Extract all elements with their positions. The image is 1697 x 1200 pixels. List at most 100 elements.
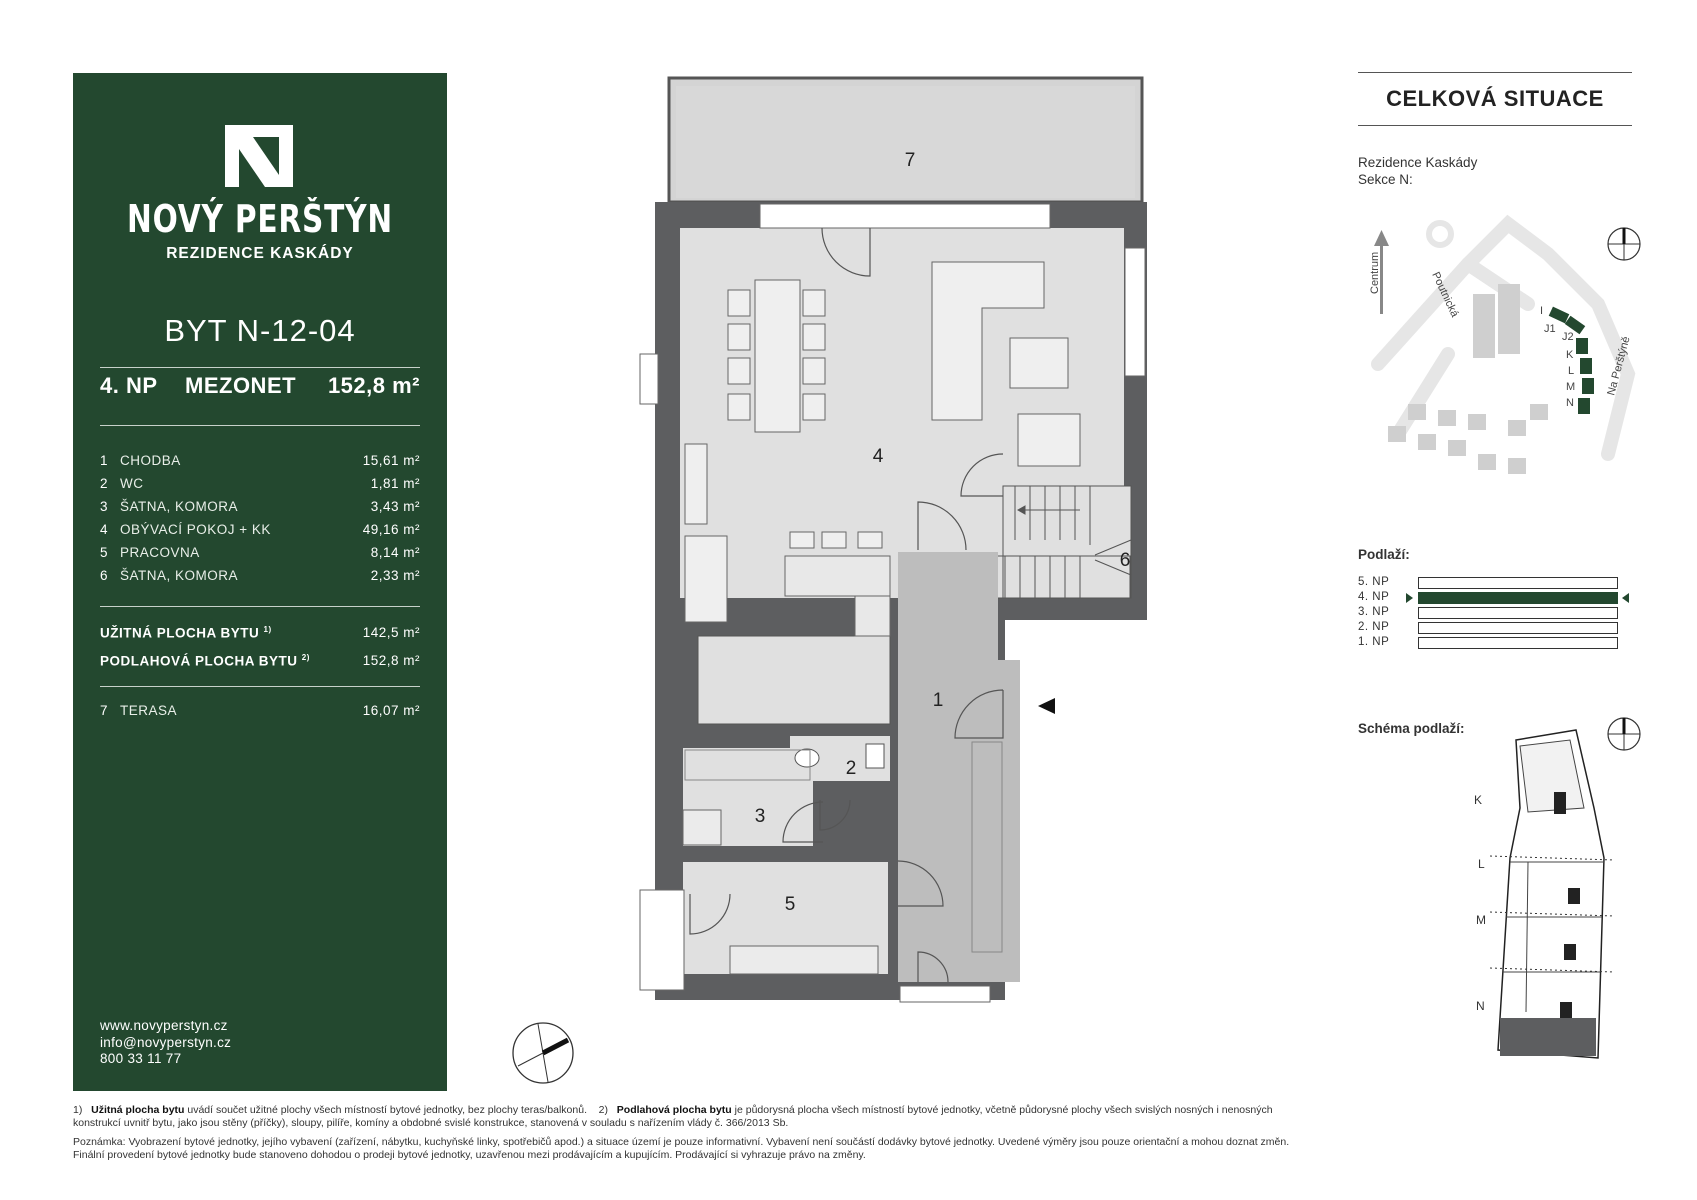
active-unit-highlight	[1500, 1018, 1596, 1056]
room-name: ŠATNA, KOMORA	[120, 568, 239, 583]
divider	[100, 425, 420, 426]
room-label-6: 6	[1120, 550, 1131, 571]
room-name: WC	[120, 476, 144, 491]
info-panel: NOVÝ PERŠTÝN REZIDENCE KASKÁDY BYT N-12-…	[73, 73, 447, 1091]
footnote-marker: 2)	[598, 1104, 609, 1116]
map-label-k: K	[1566, 349, 1574, 361]
floor-row[interactable]: 1. NP	[1358, 636, 1628, 651]
room-number: 7	[100, 703, 109, 718]
footnote-ref: 1)	[263, 625, 272, 634]
room-label-4: 4	[873, 446, 884, 467]
project-name: Rezidence Kaskády	[1358, 155, 1478, 170]
kitchen-island	[784, 555, 891, 597]
floor-schema: K L M N	[1474, 717, 1641, 1059]
schema-label-m: M	[1476, 913, 1486, 927]
doors	[689, 227, 1004, 983]
floor-row-active[interactable]: 4. NP	[1358, 591, 1629, 606]
floor-label: 5. NP	[1358, 576, 1390, 588]
schema-label-k: K	[1474, 793, 1482, 807]
room-area: 3,43 m²	[370, 499, 420, 514]
footnote-text: uvádí součet užitné plochy všech místnos…	[187, 1104, 587, 1116]
room-area: 2,33 m²	[370, 568, 420, 583]
room-label-5: 5	[785, 894, 796, 915]
dining-set	[727, 279, 826, 433]
unit-type: MEZONET	[185, 373, 297, 398]
room-name: TERASA	[120, 703, 178, 718]
centrum-arrow-icon	[1374, 230, 1389, 314]
site-map: Centrum Poutnická Na Perštýně I J1 J2 K …	[1369, 214, 1641, 474]
room-number: 5	[100, 545, 109, 560]
room-number: 2	[100, 476, 109, 491]
room-area: 49,16 m²	[362, 522, 420, 537]
map-label-m: M	[1566, 381, 1575, 393]
floor-selector: 5. NP 4. NP 3. NP 2. NP 1. NP	[1358, 576, 1629, 651]
footnote-term: Užitná plocha bytu	[91, 1104, 185, 1116]
room-name: PRACOVNA	[120, 545, 200, 560]
floor-row[interactable]: 2. NP	[1358, 621, 1628, 636]
room-storage-stairs	[1003, 486, 1131, 598]
room-corridor	[998, 660, 1020, 982]
stair-cores	[1554, 792, 1580, 1018]
room-area: 1,81 m²	[370, 476, 420, 491]
schema-north-icon	[1607, 717, 1641, 751]
schema-label-n: N	[1476, 999, 1485, 1013]
map-label-j2: J2	[1562, 331, 1574, 343]
phone-number[interactable]: 800 33 11 77	[100, 1051, 182, 1066]
floor-area-label: PODLAHOVÁ PLOCHA BYTU	[100, 653, 298, 669]
floor-area-value: 152,8 m²	[362, 653, 420, 668]
footnotes: 1) Užitná plocha bytu uvádí součet užitn…	[73, 1104, 1303, 1168]
pointer-left-icon	[1622, 593, 1629, 603]
usable-area-value: 142,5 m²	[362, 625, 420, 640]
situation-title: CELKOVÁ SITUACE	[1386, 86, 1604, 111]
schema-section-labels: K L M N	[1474, 793, 1486, 1013]
map-label-i: I	[1540, 305, 1543, 317]
room-area: 16,07 m²	[362, 703, 420, 718]
section-dividers	[1503, 861, 1604, 1013]
divider	[100, 606, 420, 607]
map-label-l: L	[1568, 365, 1574, 377]
room-labels: 1 2 3 4 5 6 7	[755, 150, 1131, 915]
floors-label: Podlaží:	[1358, 547, 1410, 562]
schema-label: Schéma podlaží:	[1358, 721, 1465, 736]
floor-row[interactable]: 3. NP	[1358, 606, 1628, 621]
room-row: 5 PRACOVNA 8,14 m²	[100, 545, 420, 568]
room-row: 7 TERASA 16,07 m²	[100, 703, 420, 726]
footnote-text: je půdorysná plocha všech místností byto…	[73, 1104, 1273, 1129]
divider	[100, 686, 420, 687]
website-link[interactable]: www.novyperstyn.cz	[100, 1018, 228, 1033]
map-label-n: N	[1566, 397, 1574, 409]
floor-label: 1. NP	[1358, 636, 1390, 648]
room-label-3: 3	[755, 806, 766, 827]
section-blocks	[1548, 306, 1594, 414]
room-name: OBÝVACÍ POKOJ + KK	[120, 522, 271, 537]
floor-bar	[1418, 607, 1618, 619]
disclaimer: Poznámka: Vyobrazení bytové jednotky, je…	[73, 1136, 1290, 1161]
floor-row[interactable]: 5. NP	[1358, 576, 1628, 591]
room-label-7: 7	[905, 150, 916, 171]
room-area: 8,14 m²	[370, 545, 420, 560]
floor-label: 3. NP	[1358, 606, 1390, 618]
room-corridor	[898, 552, 998, 982]
map-label-centrum: Centrum	[1369, 252, 1381, 294]
footnote-ref: 2)	[301, 653, 310, 662]
room-number: 1	[100, 453, 109, 468]
room-area: 15,61 m²	[362, 453, 420, 468]
floor-label: 2. NP	[1358, 621, 1390, 633]
unit-summary: 4. NP MEZONET 152,8 m²	[100, 373, 420, 399]
room-number: 3	[100, 499, 109, 514]
usable-area-row: UŽITNÁ PLOCHA BYTU 1) 142,5 m²	[100, 625, 420, 641]
north-arrow-icon	[512, 1022, 574, 1084]
room-label-2: 2	[846, 758, 857, 779]
floor-bar	[1418, 577, 1618, 589]
email-link[interactable]: info@novyperstyn.cz	[100, 1034, 232, 1050]
wardrobe-hatching	[684, 741, 1003, 953]
floor-label: 4. NP	[1358, 591, 1390, 603]
unit-area: 152,8 m²	[327, 373, 420, 398]
floor-bar	[1418, 637, 1618, 649]
kitchen	[697, 635, 891, 725]
lounge-set	[684, 261, 1081, 623]
